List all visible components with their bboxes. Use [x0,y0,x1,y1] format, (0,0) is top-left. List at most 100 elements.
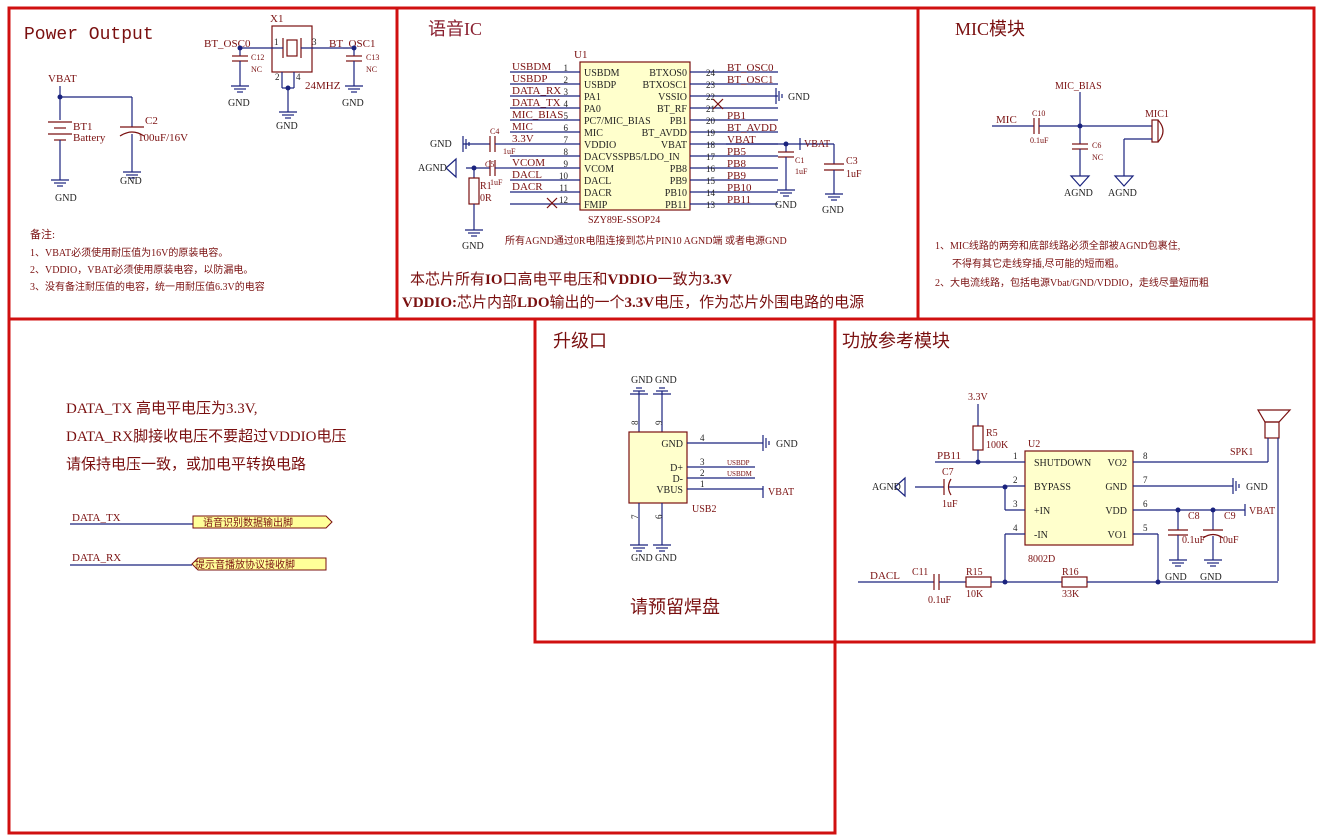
amp-pin-name: SHUTDOWN [1034,458,1091,469]
svg-text:GND: GND [55,193,77,204]
usb-pin-name: VBUS [656,485,683,496]
ic-pin-name: USBDM [584,68,620,79]
ic-net-label: VCOM [512,157,545,169]
svg-text:C13: C13 [366,53,379,62]
svg-text:C8: C8 [1188,511,1200,522]
svg-text:BT_OSC1: BT_OSC1 [329,38,375,50]
svg-text:1uF: 1uF [846,169,862,180]
svg-text:GND: GND [120,176,142,187]
ic-pin-name: PB11 [665,200,687,211]
ic-pin-number: 17 [706,152,716,162]
power-title: Power Output [24,25,154,45]
mic-section: MIC模块 MIC_BIAS MIC C10 0.1uF AGND C6 NC … [935,19,1209,289]
svg-text:AGND: AGND [1064,188,1093,199]
amp-pin-name: GND [1105,482,1127,493]
svg-text:DATA_TX 高电平电压为3.3V,: DATA_TX 高电平电压为3.3V, [66,400,257,417]
svg-text:AGND: AGND [1108,188,1137,199]
ic-net-label: PB11 [727,194,751,206]
ic-net-label: PB10 [727,182,752,194]
upgrade-title: 升级口 [553,331,607,351]
ic-net-label: DACR [512,181,543,193]
svg-text:GND: GND [462,241,484,252]
amp-pin-number: 1 [1013,451,1018,461]
no-connect-icon [712,98,724,110]
ic-pin-name: USBDP [584,80,617,91]
usb-pin-name: GND [661,439,683,450]
ic-pin-name: PB8 [670,164,687,175]
ic-net-label: BT_AVDD [727,122,777,134]
svg-text:C2: C2 [145,115,158,127]
svg-text:R16: R16 [1062,567,1079,578]
ic-pin-number: 24 [706,68,716,78]
svg-text:AGND: AGND [418,163,447,174]
usb-pin-number: 4 [700,433,705,443]
svg-text:GND: GND [631,375,653,386]
svg-text:GND: GND [776,439,798,450]
amp-pin-number: 4 [1013,523,1018,533]
amp-pin-number: 2 [1013,475,1018,485]
svg-text:请保持电压一致，或加电平转换电路: 请保持电压一致，或加电平转换电路 [66,456,306,473]
speaker-icon [1256,409,1292,439]
upgrade-section: 升级口 GND GND 8 9 4GND3D+USBDP2D-USBDM1VBU… [553,331,798,617]
svg-text:GND: GND [822,205,844,216]
ic-pin-name: PC7/MIC_BIAS [584,116,651,127]
svg-text:100uF/16V: 100uF/16V [138,132,188,144]
amp-section: 功放参考模块 3.3V R5 100K PB11 U2 1SHUTDOWN2BY… [842,331,1292,606]
ic-pin-number: 15 [706,176,716,186]
ic-net-label: 3.3V [512,133,534,145]
ic-pin-number: 19 [706,128,716,138]
ic-pin-name: PA0 [584,104,601,115]
svg-text:MIC: MIC [996,114,1017,126]
crystal-icon [271,25,313,73]
ic-pin-name: FMIP [584,200,608,211]
svg-text:GND: GND [788,92,810,103]
svg-text:不得有其它走线穿插,尽可能的短而粗。: 不得有其它走线穿插,尽可能的短而粗。 [952,257,1125,270]
note-io-voltage: 本芯片所有IO口高电平电压和VDDIO一致为3.3V [410,271,732,288]
ic-pin-name: VCOM [584,164,614,175]
ic-pin-number: 9 [564,159,569,169]
ic-pin-name: MIC [584,128,603,139]
svg-text:0.1uF: 0.1uF [1182,535,1206,546]
ic-pin-name: PA1 [584,92,601,103]
ic-pin-number: 5 [564,111,569,121]
ic-net-label: DATA_TX [512,97,561,109]
ic-net-label: DATA_RX [512,85,561,97]
svg-text:1: 1 [274,37,279,47]
svg-text:U2: U2 [1028,439,1040,450]
svg-text:DATA_RX脚接收电压不要超过VDDIO电压: DATA_RX脚接收电压不要超过VDDIO电压 [66,428,346,445]
svg-text:10K: 10K [966,589,984,600]
svg-text:1uF: 1uF [490,178,503,187]
svg-text:1、VBAT必须使用耐压值为16V的原装电容。: 1、VBAT必须使用耐压值为16V的原装电容。 [30,246,228,259]
svg-text:0R: 0R [480,193,492,204]
ic-pin-number: 14 [706,188,716,198]
amp-pin-name: VO1 [1108,530,1127,541]
ic-net-label: MIC_BIAS [512,109,563,121]
svg-text:SZY89E-SSOP24: SZY89E-SSOP24 [588,215,660,226]
ic-pin-name: PB10 [665,188,687,199]
ic-pin-number: 11 [559,183,568,193]
ic-pin-name: PB9 [670,176,687,187]
amp-pin-number: 8 [1143,451,1148,461]
svg-text:8002D: 8002D [1028,554,1055,565]
svg-text:R1: R1 [480,181,492,192]
svg-text:MIC_BIAS: MIC_BIAS [1055,81,1102,92]
svg-text:USB2: USB2 [692,504,716,515]
svg-text:2、VDDIO，VBAT必须使用原装电容，以防漏电。: 2、VDDIO，VBAT必须使用原装电容，以防漏电。 [30,263,253,276]
voice-ic-title: 语音IC [428,19,482,39]
amp-pin-number: 7 [1143,475,1148,485]
svg-text:GND: GND [276,121,298,132]
amp-pin-name: VO2 [1108,458,1127,469]
ic-pin-number: 12 [559,195,568,205]
ic-pin-number: 6 [564,123,569,133]
ic-pin-name: VBAT [661,140,687,151]
ic-pin-number: 13 [706,200,716,210]
svg-text:C5: C5 [485,160,494,169]
ic-net-label: VBAT [727,134,756,146]
ic-net-label: PB1 [727,110,746,122]
ic-pin-number: 2 [564,75,569,85]
frame-mic [916,6,1316,321]
svg-text:GND: GND [775,200,797,211]
usb-pin-number: 1 [700,479,705,489]
